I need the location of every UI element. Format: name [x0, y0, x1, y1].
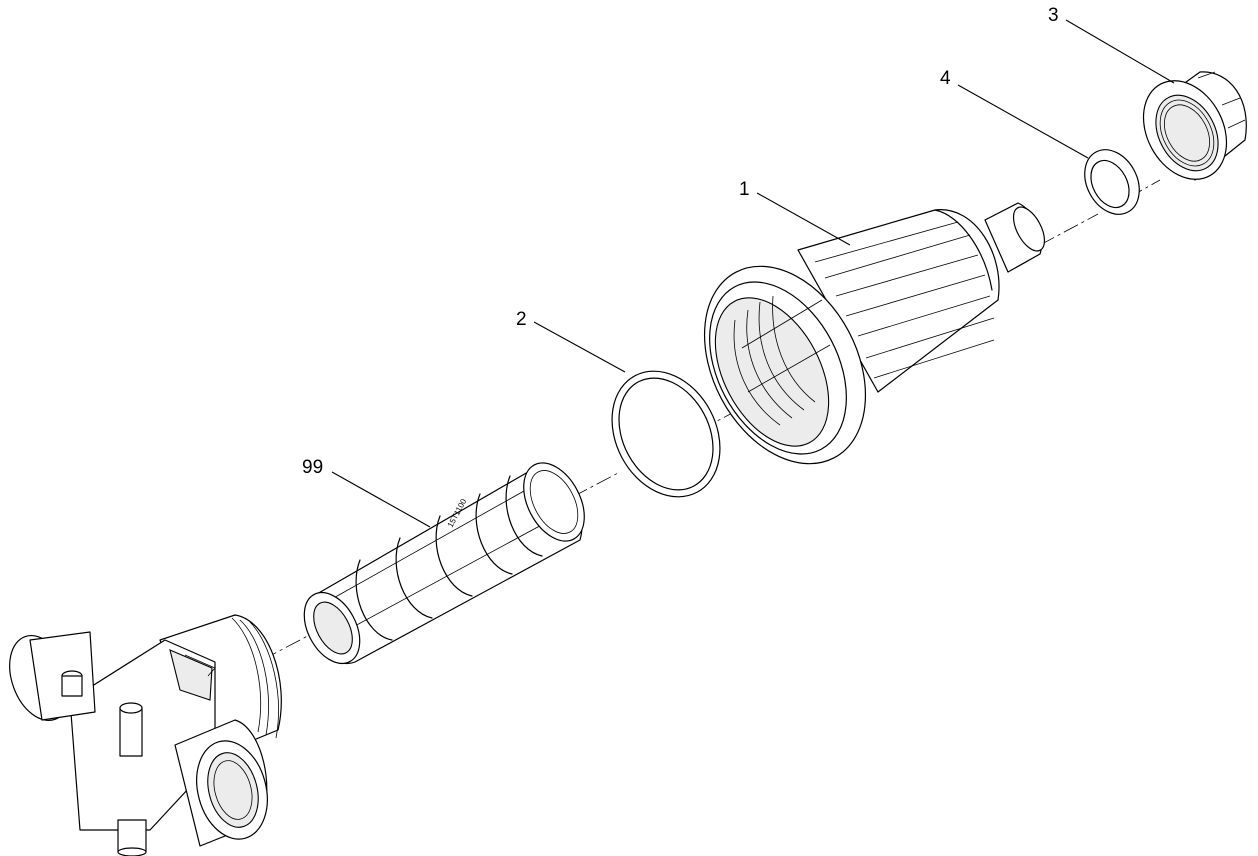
strainer-cartridge-part-99: 15T1100: [303, 462, 585, 665]
callout-3: 3: [1048, 5, 1175, 84]
callout-label-3: 3: [1048, 5, 1059, 26]
callout-4: 4: [940, 68, 1089, 159]
filter-head-body: [9, 614, 282, 856]
callout-label-2: 2: [516, 309, 527, 330]
callout-2: 2: [516, 309, 626, 373]
callout-label-1: 1: [739, 179, 750, 200]
callout-label-4: 4: [940, 68, 951, 89]
callout-1: 1: [739, 179, 851, 246]
union-nut-part-3: [1142, 71, 1247, 181]
o-ring-part-2: [611, 370, 721, 498]
callout-label-99: 99: [302, 457, 323, 478]
callout-99: 99: [302, 457, 431, 528]
filter-bowl-part-1: [703, 202, 1046, 465]
washer-part-4: [1084, 149, 1140, 215]
